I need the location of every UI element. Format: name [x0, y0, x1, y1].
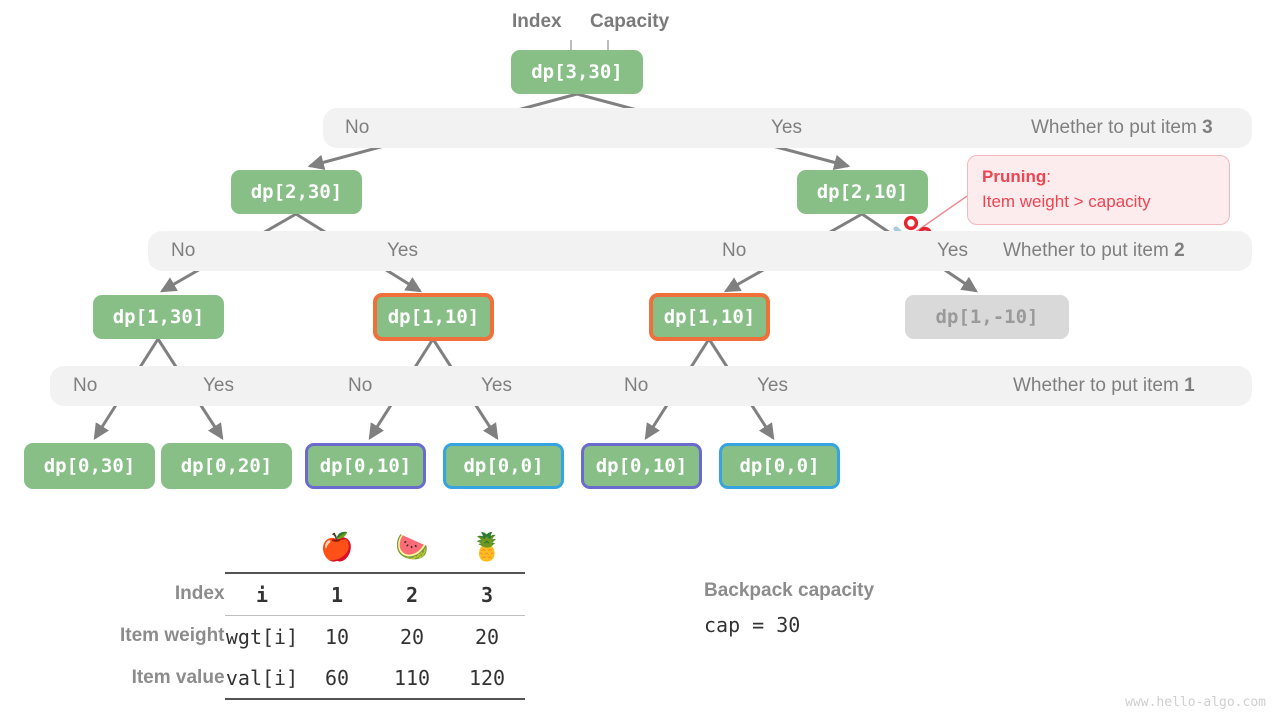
- table-row-value: Item value val[i] 60 110 120: [120, 657, 525, 700]
- tree-node-dp0-30[interactable]: dp[0,30]: [24, 443, 155, 489]
- band1-question-text: Whether to put item: [1031, 117, 1203, 138]
- pruning-callout: Pruning: Item weight > capacity: [967, 155, 1230, 226]
- band3-question: Whether to put item 1: [1013, 375, 1195, 397]
- cell-weight-1: 10: [299, 615, 375, 657]
- cell-index-key: i: [224, 572, 300, 616]
- band1-question-item: 3: [1202, 117, 1213, 138]
- tree-node-dp0-0-right[interactable]: dp[0,0]: [719, 443, 840, 489]
- tree-node-root[interactable]: dp[3,30]: [511, 50, 643, 94]
- backpack-capacity-title: Backpack capacity: [704, 580, 875, 601]
- backpack-capacity-value: cap = 30: [704, 613, 801, 637]
- row-label-index: Index: [174, 583, 225, 605]
- band1-choice-yes: Yes: [771, 117, 802, 138]
- pruning-title-line: Pruning:: [982, 165, 1215, 190]
- emoji-row-spacer: [120, 522, 225, 573]
- tree-node-dp2-30[interactable]: dp[2,30]: [231, 170, 362, 214]
- band2-question: Whether to put item 2: [1003, 240, 1185, 262]
- band2-choice-yes-right: Yes: [937, 240, 968, 261]
- band3-choice-no-3: No: [624, 375, 649, 396]
- tree-node-dp2-10[interactable]: dp[2,10]: [797, 170, 928, 214]
- cell-value-1: 60: [299, 657, 375, 700]
- decision-band-item2: [148, 231, 1252, 271]
- emoji-key-spacer: [225, 522, 300, 573]
- table-row-index: Index i 1 2 3: [120, 572, 525, 616]
- cell-index-1: 1: [299, 572, 375, 616]
- row-label-item-weight: Item weight: [120, 625, 225, 647]
- band2-choice-yes-left: Yes: [387, 240, 418, 261]
- band3-choice-yes-1: Yes: [203, 375, 234, 396]
- tree-node-dp1-neg10-pruned[interactable]: dp[1,-10]: [905, 295, 1069, 339]
- band2-choice-no-right: No: [722, 240, 747, 261]
- cell-value-key: val[i]: [224, 657, 300, 700]
- backpack-capacity-block: Backpack capacity cap = 30: [704, 580, 874, 637]
- emoji-pineapple: 🍍: [470, 531, 504, 562]
- emoji-apple: 🍎: [320, 531, 354, 562]
- pruning-colon: :: [1046, 167, 1051, 186]
- band3-choice-no-2: No: [348, 375, 373, 396]
- band3-choice-yes-2: Yes: [481, 375, 512, 396]
- tree-node-dp1-30[interactable]: dp[1,30]: [93, 295, 224, 339]
- pruning-reason: Item weight > capacity: [982, 191, 1151, 211]
- tree-node-dp0-10-right[interactable]: dp[0,10]: [581, 443, 702, 489]
- row-label-item-value: Item value: [131, 667, 225, 688]
- band3-question-text: Whether to put item: [1013, 375, 1185, 396]
- tree-node-dp0-20[interactable]: dp[0,20]: [161, 443, 292, 489]
- band1-question: Whether to put item 3: [1031, 117, 1213, 139]
- emoji-watermelon: 🍉: [395, 531, 429, 562]
- band3-choice-no-1: No: [73, 375, 98, 396]
- cell-value-2: 110: [374, 657, 450, 700]
- tree-node-dp1-10-left[interactable]: dp[1,10]: [373, 293, 494, 341]
- decision-band-item3: [323, 108, 1252, 148]
- decision-band-item1: [50, 366, 1252, 406]
- cell-weight-2: 20: [374, 615, 450, 657]
- tree-node-dp0-0-left[interactable]: dp[0,0]: [443, 443, 564, 489]
- cell-weight-3: 20: [449, 615, 525, 657]
- cell-index-2: 2: [374, 572, 450, 616]
- band3-choice-yes-3: Yes: [757, 375, 788, 396]
- capacity-annotation-label: Capacity: [590, 11, 670, 32]
- index-annotation-label: Index: [512, 11, 562, 32]
- band2-choice-no-left: No: [171, 240, 196, 261]
- cell-weight-key: wgt[i]: [224, 615, 300, 657]
- items-table: 🍎 🍉 🍍 Index i 1 2 3 Item weight wgt[i] 1…: [120, 522, 525, 700]
- band1-choice-no: No: [345, 117, 370, 138]
- band3-question-item: 1: [1184, 375, 1195, 396]
- pruning-title: Pruning: [982, 167, 1047, 186]
- band2-question-text: Whether to put item: [1003, 240, 1175, 261]
- table-row-weight: Item weight wgt[i] 10 20 20: [120, 615, 525, 657]
- table-row-emoji: 🍎 🍉 🍍: [120, 522, 525, 573]
- watermark: www.hello-algo.com: [1125, 695, 1266, 710]
- band2-question-item: 2: [1174, 240, 1185, 261]
- cell-value-3: 120: [449, 657, 525, 700]
- tree-node-dp0-10-left[interactable]: dp[0,10]: [305, 443, 426, 489]
- cell-index-3: 3: [449, 572, 525, 616]
- tree-node-dp1-10-right[interactable]: dp[1,10]: [649, 293, 770, 341]
